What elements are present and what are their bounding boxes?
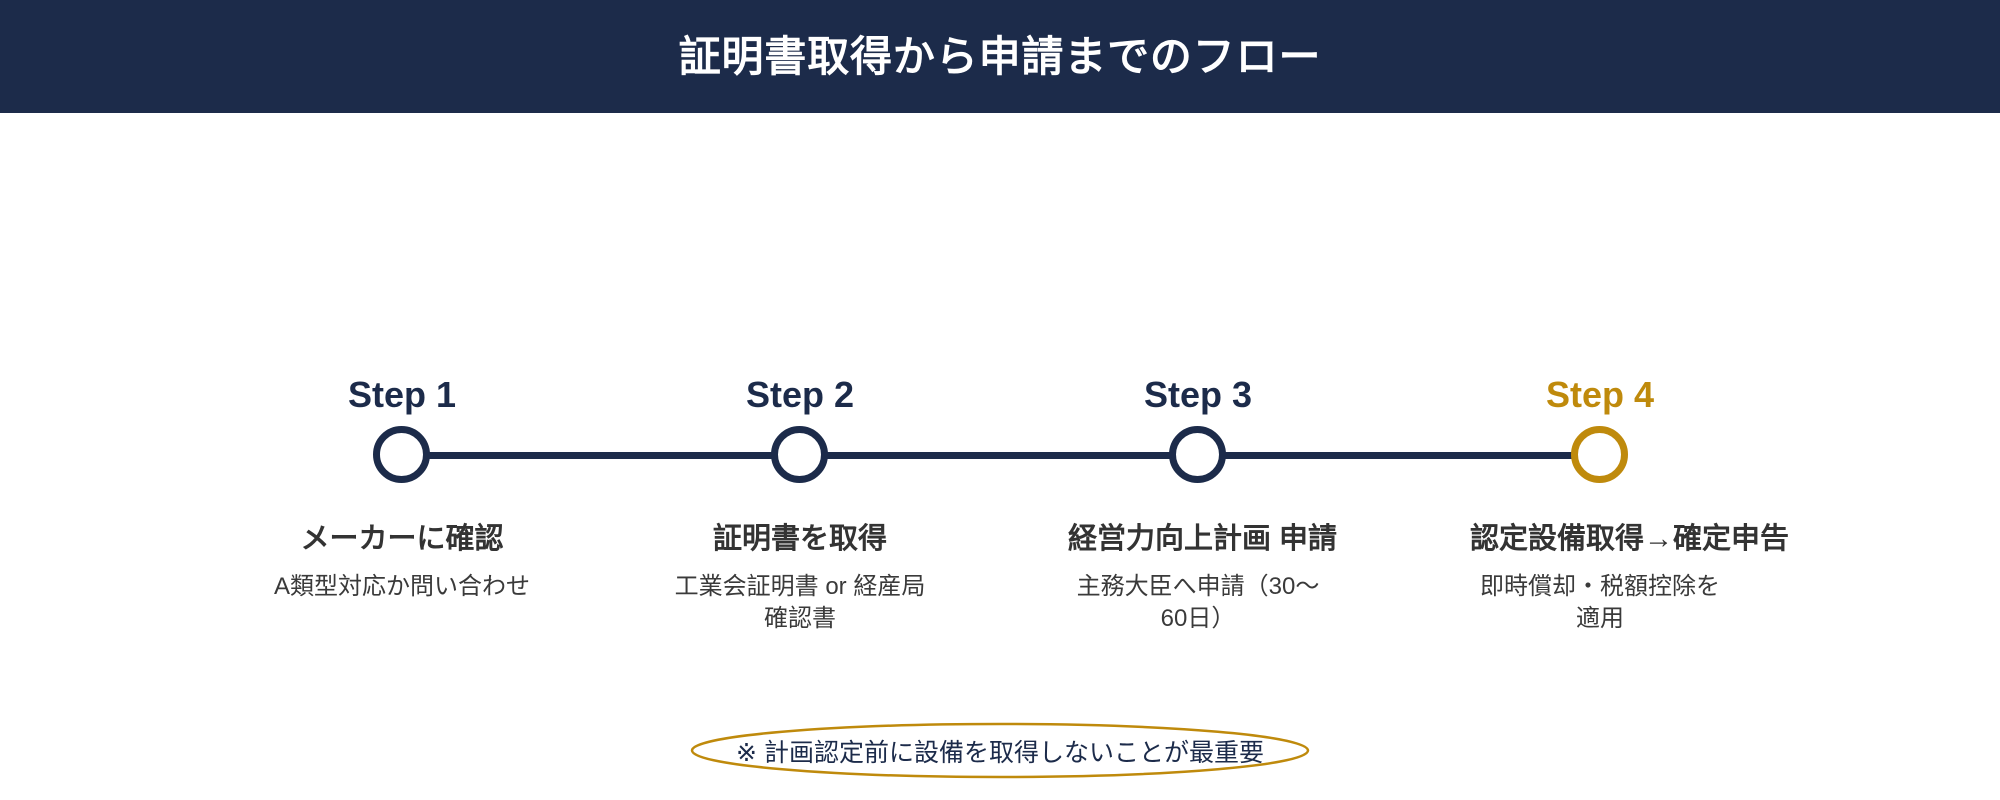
page-title: 証明書取得から申請までのフロー: [678, 32, 1322, 80]
step-label-4: Step 4: [1545, 374, 1655, 415]
step-desc-2: 工業会証明書 or 経産局確認書: [674, 572, 926, 633]
step-column-1: メーカーに確認 A類型対応か問い合わせ: [272, 521, 532, 603]
flow-diagram: Step 1 メーカーに確認 A類型対応か問い合わせ Step 2 証明書を取得…: [0, 113, 2000, 800]
step-column-4: 認定設備取得→確定申告 即時償却・税額控除を適用: [1470, 521, 1790, 635]
step-column-2: 証明書を取得 工業会証明書 or 経産局確認書: [670, 521, 930, 635]
step-label-1: Step 1: [347, 374, 457, 415]
step-node-3[interactable]: [1169, 426, 1226, 483]
footer-note: ※ 計画認定前に設備を取得しないことが最重要: [690, 722, 1310, 779]
step-node-2[interactable]: [771, 426, 828, 483]
footer-note-text: ※ 計画認定前に設備を取得しないことが最重要: [736, 738, 1264, 767]
flow-connector-line: [402, 452, 1600, 459]
step-node-4[interactable]: [1571, 426, 1628, 483]
highlight-ellipse-icon: [690, 722, 1310, 779]
step-title-3: 経営力向上計画 申請: [1068, 523, 1338, 555]
step-label-2: Step 2: [745, 374, 855, 415]
step-node-1[interactable]: [373, 426, 430, 483]
step-column-3: 経営力向上計画 申請 主務大臣へ申請（30〜60日）: [1068, 521, 1338, 635]
step-desc-4: 即時償却・税額控除を適用: [1480, 572, 1720, 633]
step-desc-3: 主務大臣へ申請（30〜60日）: [1076, 572, 1320, 633]
step-label-3: Step 3: [1143, 374, 1253, 415]
step-title-4: 認定設備取得→確定申告: [1470, 523, 1790, 555]
step-title-2: 証明書を取得: [712, 523, 887, 555]
step-title-1: メーカーに確認: [300, 523, 504, 555]
header-bar: 証明書取得から申請までのフロー: [0, 0, 2000, 113]
step-desc-1: A類型対応か問い合わせ: [273, 572, 530, 600]
